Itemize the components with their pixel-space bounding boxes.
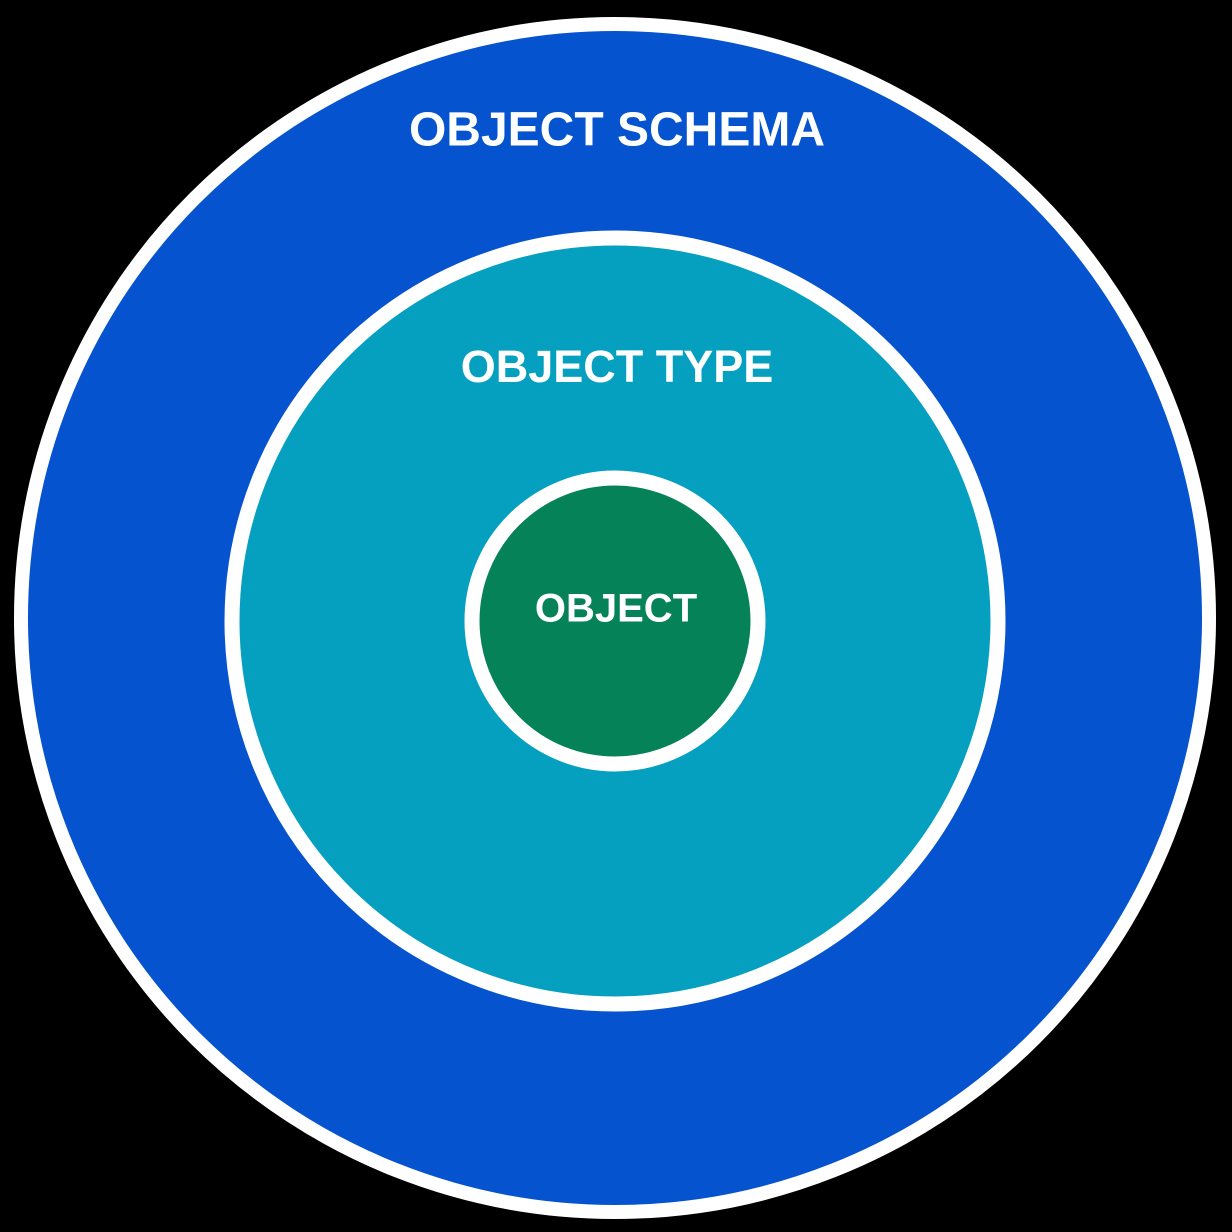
circle-object[interactable] [464, 470, 766, 772]
label-object: OBJECT [535, 587, 697, 631]
label-object-schema: OBJECT SCHEMA [409, 104, 825, 157]
label-object-type: OBJECT TYPE [461, 341, 774, 392]
